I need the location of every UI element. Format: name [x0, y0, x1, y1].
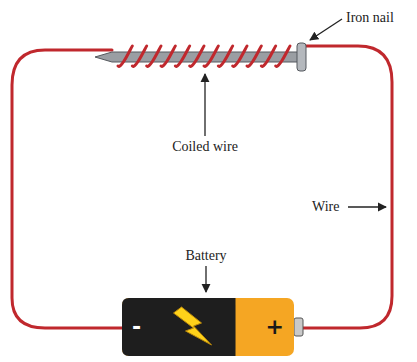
coil-turn — [147, 46, 161, 66]
leader-lines — [205, 19, 386, 292]
positive-sign: + — [266, 316, 284, 338]
lightning-bolt — [174, 307, 212, 345]
circuit-wire — [12, 46, 392, 328]
coil-turn — [261, 46, 275, 66]
coil-turn — [247, 46, 261, 66]
coil-turn — [233, 46, 247, 66]
iron-nail — [95, 43, 306, 71]
coil-turn — [190, 46, 204, 66]
coil-windings — [118, 46, 290, 66]
part-label: Iron nail — [346, 10, 394, 25]
coil-turn — [175, 46, 189, 66]
battery-case — [122, 298, 236, 356]
negative-sign: - — [132, 316, 141, 338]
battery: -+ — [122, 298, 294, 356]
battery-cap — [122, 298, 294, 356]
coil-turn — [276, 46, 290, 66]
coil-turn — [204, 46, 218, 66]
coil-turn — [218, 46, 232, 66]
part-label: Wire — [312, 199, 339, 214]
coil-turn — [161, 46, 175, 66]
part-label: Coiled wire — [172, 139, 238, 154]
battery-terminal — [294, 318, 303, 336]
part-label: Battery — [185, 248, 226, 263]
coil-turn — [118, 46, 132, 66]
coil-turn — [132, 46, 146, 66]
